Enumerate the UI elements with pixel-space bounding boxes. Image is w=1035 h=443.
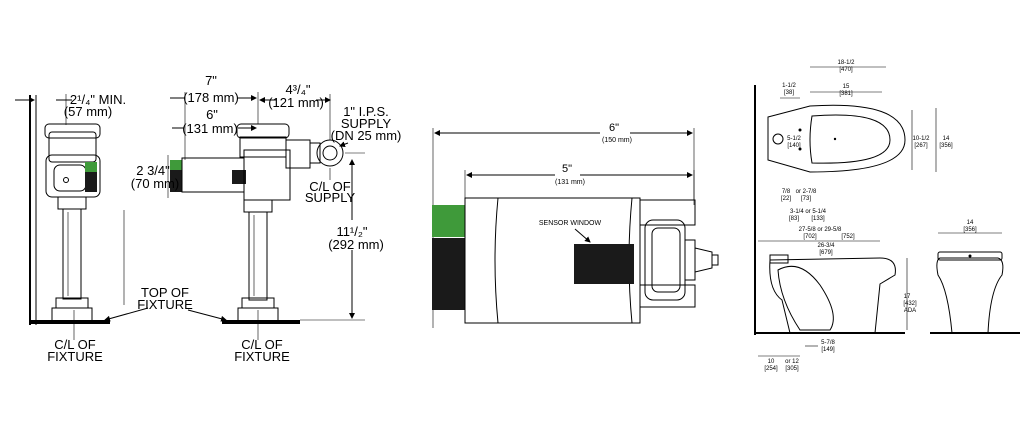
cl-fixture-right-2: FIXTURE <box>234 349 290 364</box>
s-d78-alt-mm: [73] <box>801 196 811 202</box>
cl-fixture-right-1: C/L OF <box>241 337 282 352</box>
s-d314-alt-mm: [133] <box>811 216 825 222</box>
top-of-fixture-2: FIXTURE <box>137 297 193 312</box>
s-d2634: 26-3/4 <box>817 243 835 249</box>
s-d10-alt: or 12 <box>785 359 799 365</box>
t-d112-mm: [38] <box>784 90 794 96</box>
min-dim-label: 2¹/₄" MIN. <box>70 92 126 107</box>
s-d17-mm: [432] <box>903 301 917 307</box>
mid-dim-5: 5" <box>562 163 572 175</box>
dim-6-mm: (131 mm) <box>182 121 238 136</box>
t-d512-mm: [140] <box>787 143 801 149</box>
toilet-plan-view: 18-1/2 [470] 1-1/2 [38] 15 [381] 5-1/2 [… <box>754 60 1020 372</box>
s-d10: 10 <box>768 359 775 365</box>
s-d2758-alt-mm: [752] <box>841 234 855 240</box>
top-of-fixture-1: TOP OF <box>141 285 189 300</box>
cl-fixture-left-2: FIXTURE <box>47 349 103 364</box>
sensor-window-label: SENSOR WINDOW <box>539 220 602 227</box>
t-d14: 14 <box>943 136 950 142</box>
dim-234-mm: (70 mm) <box>131 176 179 191</box>
sensor-module-view: 6" (150 mm) 5" (131 mm) SENSOR WINDOW <box>432 122 719 328</box>
flush-valve-side <box>170 123 344 323</box>
sensor-window-side <box>170 170 182 192</box>
s-d78-mm: [22] <box>781 196 791 202</box>
t-d112: 1-1/2 <box>782 83 796 89</box>
s-d2758-mm: [702] <box>803 234 817 240</box>
t-d512: 5-1/2 <box>787 136 801 142</box>
t-d10-mm: [267] <box>914 143 928 149</box>
cl-supply-2: SUPPLY <box>305 190 356 205</box>
t-d1812-mm: [470] <box>839 67 853 73</box>
dim-234-label: 2 3/4" <box>136 163 170 178</box>
s-d10-mm: [254] <box>764 366 778 372</box>
s-d78-alt: or 2-7/8 <box>796 189 817 195</box>
mid-dim-5-mm: (131 mm) <box>555 179 585 186</box>
s-d17: 17 <box>904 294 911 300</box>
dim-7-mm: (178 mm) <box>183 90 239 105</box>
s-d17-note: ADA <box>904 308 916 314</box>
t-d10: 10-1/2 <box>912 136 930 142</box>
s-d78: 7/8 <box>782 189 791 195</box>
ips-line-1: 1" I.P.S. <box>343 104 389 119</box>
dim-1112-label: 11¹/₂" <box>336 224 367 239</box>
sensor-black-block <box>432 238 465 310</box>
flush-valve-front <box>44 123 101 323</box>
dim-434-mm: (121 mm) <box>268 95 324 110</box>
f-d14: 14 <box>967 220 974 226</box>
t-d1812: 18-1/2 <box>837 60 855 66</box>
mid-dim-6-mm: (150 mm) <box>602 137 632 144</box>
sensor-green-front <box>85 162 97 172</box>
s-d2634-mm: [679] <box>819 250 833 256</box>
cl-supply-1: C/L OF <box>309 179 350 194</box>
t-d14-mm: [356] <box>939 143 953 149</box>
sensor-window-front <box>85 172 97 192</box>
s-d578: 5-7/8 <box>821 340 835 346</box>
s-d578-mm: [149] <box>821 347 835 353</box>
dim-1112-mm: (292 mm) <box>328 237 384 252</box>
t-d15-mm: [381] <box>839 91 853 97</box>
f-d14-mm: [356] <box>963 227 977 233</box>
s-d314-mm: [83] <box>789 216 799 222</box>
dim-6-label: 6" <box>206 107 218 122</box>
sensor-window-block <box>574 244 634 284</box>
s-d2758: 27-5/8 or 29-5/8 <box>799 227 842 233</box>
ips-line-2: SUPPLY <box>341 116 392 131</box>
cl-fixture-left-1: C/L OF <box>54 337 95 352</box>
left-elevation-view: 2¹/₄" MIN. (57 mm) C/L OF FIXTURE TOP OF… <box>15 73 401 364</box>
sensor-green-side <box>170 160 182 170</box>
dim-434-label: 4³/₄" <box>285 82 310 97</box>
s-d10-alt-mm: [305] <box>785 366 799 372</box>
ips-line-3: (DN 25 mm) <box>331 128 402 143</box>
dim-7-label: 7" <box>205 73 217 88</box>
min-dim-mm: (57 mm) <box>64 104 112 119</box>
sensor-green-block <box>432 205 465 237</box>
s-d314: 3-1/4 or 5-1/4 <box>790 209 827 215</box>
t-d15: 15 <box>843 84 850 90</box>
mid-dim-6: 6" <box>609 122 619 134</box>
